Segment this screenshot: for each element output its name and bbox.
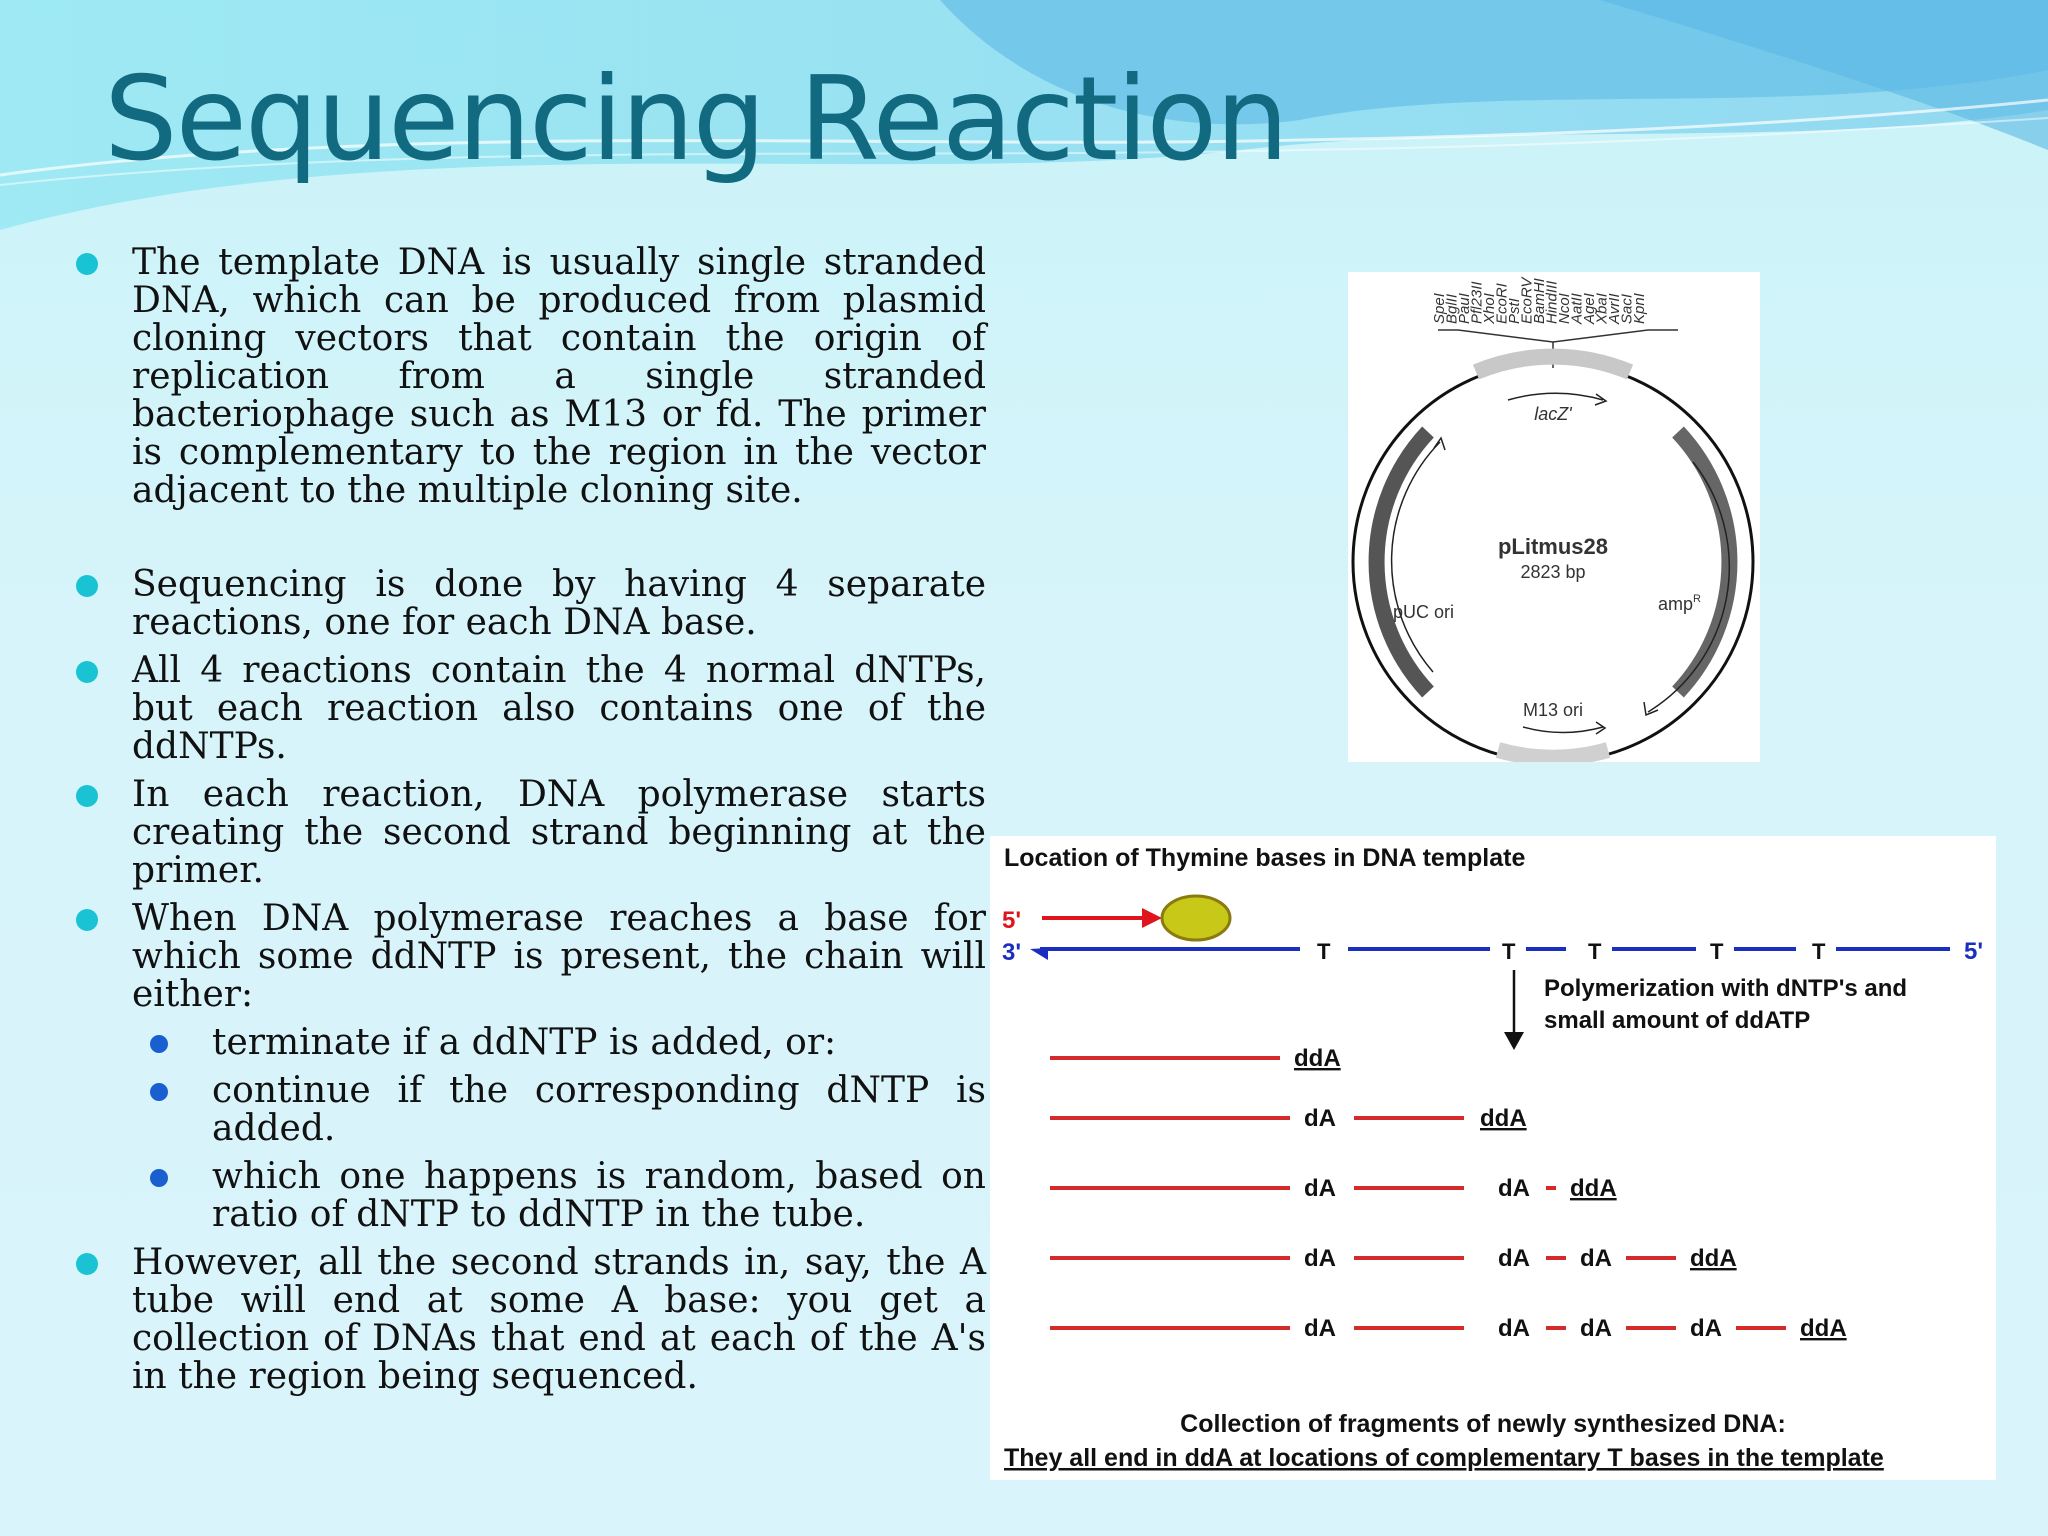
bullet-item: However, all the second strands in, say,… [72, 1244, 986, 1396]
figure-heading: Location of Thymine bases in DNA templat… [1004, 844, 1525, 872]
plasmid-name: pLitmus28 [1498, 534, 1608, 559]
polymerase-icon [1160, 894, 1232, 942]
bullet-icon [76, 909, 98, 931]
site-label: KpnI [1631, 293, 1648, 324]
bullet-item: When DNA polymerase reaches a base for w… [72, 900, 986, 1014]
five-prime-end-label: 5' [1964, 938, 1983, 965]
bullet-text: In each reaction, DNA polymerase starts … [132, 774, 986, 891]
restriction-sites: SpeIBglIIPauIPfl23IIXhoIEcoRIPstIEcoRVBa… [1431, 276, 1648, 325]
sub-bullet-text: terminate if a ddNTP is added, or: [212, 1022, 837, 1063]
sub-bullet-item: terminate if a ddNTP is added, or: [132, 1024, 986, 1062]
dda-label: ddA [1800, 1315, 1847, 1342]
dda-label: ddA [1570, 1175, 1617, 1202]
template-base-t: T [1710, 939, 1724, 964]
figure-footer-2: They all end in ddA at locations of comp… [1004, 1444, 1884, 1472]
site-label: PstI [1506, 298, 1523, 324]
site-label: EcoRI [1494, 283, 1511, 324]
da-label: dA [1690, 1315, 1722, 1342]
sub-bullet-text: which one happens is random, based on ra… [212, 1156, 986, 1235]
sub-bullet-icon [150, 1169, 168, 1187]
site-label: XbaI [1594, 293, 1611, 325]
da-label: dA [1304, 1175, 1336, 1202]
sub-bullet-icon [150, 1035, 168, 1053]
bullet-text: However, all the second strands in, say,… [132, 1242, 986, 1397]
dda-label: ddA [1480, 1105, 1527, 1132]
site-label: XhoI [1481, 293, 1498, 325]
dda-label: ddA [1294, 1045, 1341, 1072]
site-label: SacI [1619, 294, 1636, 324]
bullet-icon [76, 1253, 98, 1275]
primer-arrow-icon [1142, 908, 1162, 928]
bullet-text: When DNA polymerase reaches a base for w… [132, 898, 986, 1015]
three-prime-label: 3' [1002, 939, 1021, 966]
puc-ori-label: pUC ori [1393, 602, 1454, 622]
bullet-icon [76, 575, 98, 597]
da-label: dA [1498, 1245, 1530, 1272]
site-label: SpeI [1431, 293, 1448, 324]
da-label: dA [1304, 1245, 1336, 1272]
m13-ori-label: M13 ori [1523, 700, 1583, 720]
dna-sequencing-figure: Location of Thymine bases in DNA templat… [990, 836, 1996, 1480]
down-arrow-icon [1504, 1032, 1524, 1050]
figure-footer-1: Collection of fragments of newly synthes… [1180, 1410, 1786, 1438]
background-waves [0, 0, 2048, 230]
site-label: HindIII [1544, 281, 1561, 324]
dda-label: ddA [1690, 1245, 1737, 1272]
bullet-icon [76, 253, 98, 275]
da-label: dA [1304, 1315, 1336, 1342]
site-label: PauI [1456, 293, 1473, 324]
site-label: AatII [1569, 293, 1586, 325]
lacz-label: lacZ' [1534, 404, 1572, 424]
bullet-text: All 4 reactions contain the 4 normal dNT… [132, 650, 986, 767]
bullet-item: Sequencing is done by having 4 separate … [72, 566, 986, 642]
bullet-icon [76, 661, 98, 683]
template-base-t: T [1812, 939, 1826, 964]
sub-bullet-icon [150, 1083, 168, 1101]
bullet-icon [76, 785, 98, 807]
bullet-item: In each reaction, DNA polymerase starts … [72, 776, 986, 890]
site-label: AvrII [1606, 293, 1623, 325]
template-base-t: T [1502, 939, 1516, 964]
sub-bullet-text: continue if the corresponding dNTP is ad… [212, 1070, 986, 1149]
bullet-list: The template DNA is usually single stran… [72, 244, 986, 1396]
polymerization-text-2: small amount of ddATP [1544, 1007, 1810, 1034]
da-label: dA [1498, 1175, 1530, 1202]
da-label: dA [1498, 1315, 1530, 1342]
slide-title: Sequencing Reaction [104, 52, 1289, 187]
amp-label: ampR [1658, 593, 1701, 614]
site-label: BamHI [1531, 278, 1548, 324]
site-label: EcoRV [1519, 276, 1536, 324]
da-label: dA [1304, 1105, 1336, 1132]
site-label: AgeI [1581, 293, 1598, 325]
five-prime-label: 5' [1002, 907, 1021, 934]
bullet-item: The template DNA is usually single stran… [72, 244, 986, 510]
sub-bullet-item: which one happens is random, based on ra… [132, 1158, 986, 1234]
site-label: BglII [1444, 294, 1461, 324]
sub-bullet-item: continue if the corresponding dNTP is ad… [132, 1072, 986, 1148]
bullet-item: All 4 reactions contain the 4 normal dNT… [72, 652, 986, 766]
polymerization-text: Polymerization with dNTP's and [1544, 975, 1907, 1002]
template-base-t: T [1588, 939, 1602, 964]
da-label: dA [1580, 1245, 1612, 1272]
template-base-t: T [1317, 939, 1331, 964]
bullet-text: Sequencing is done by having 4 separate … [132, 564, 986, 643]
bullet-text: The template DNA is usually single stran… [132, 242, 986, 511]
plasmid-size: 2823 bp [1520, 562, 1585, 582]
site-label: Pfl23II [1469, 281, 1486, 324]
da-label: dA [1580, 1315, 1612, 1342]
site-label: NcoI [1556, 293, 1573, 324]
